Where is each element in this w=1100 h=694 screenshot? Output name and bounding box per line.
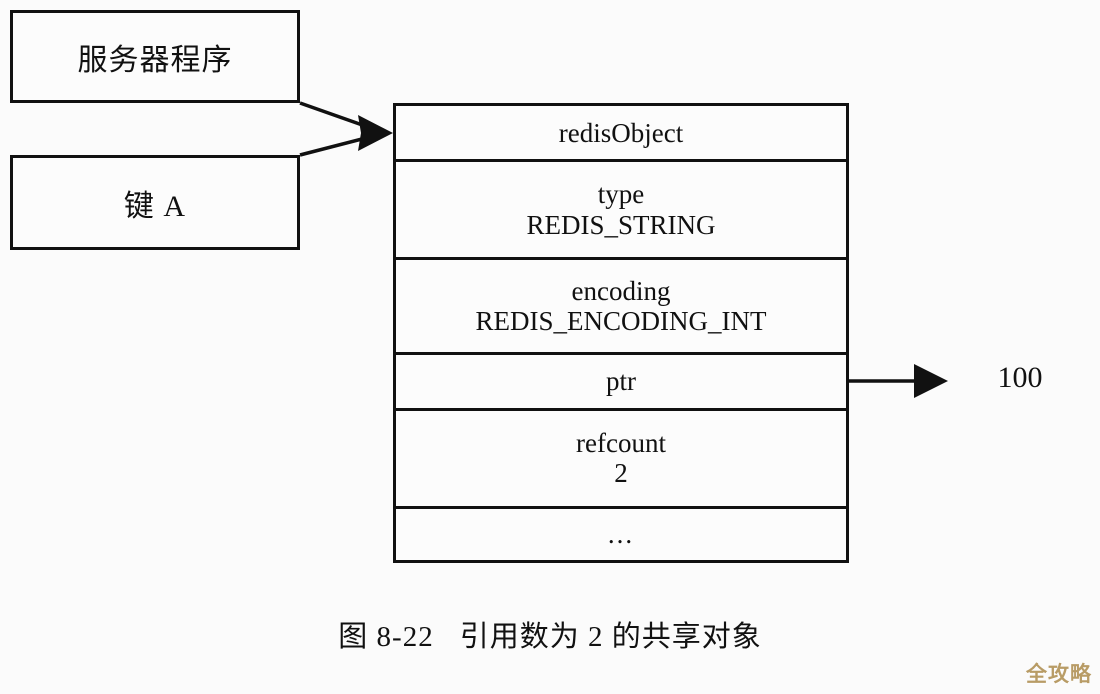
server-program-label: 服务器程序 (77, 43, 233, 77)
ptr-field-label: ptr (606, 366, 636, 397)
ptr-target-value-label: 100 (975, 361, 1065, 395)
redis-object-encoding-row: encoding REDIS_ENCODING_INT (396, 260, 846, 355)
figure-caption: 图 8-22 引用数为 2 的共享对象 (0, 613, 1100, 655)
server-program-box: 服务器程序 (10, 10, 300, 103)
watermark-text: 全攻略 (1026, 662, 1092, 686)
encoding-field-value: REDIS_ENCODING_INT (475, 305, 767, 336)
type-field-label: type (597, 179, 645, 210)
redis-object-header-row: redisObject (396, 106, 846, 163)
server-to-object-line (299, 101, 386, 135)
redis-object-title: redisObject (558, 117, 684, 148)
watermark: 全攻略 (1026, 658, 1092, 688)
redis-object-struct: redisObject type REDIS_STRING encoding R… (393, 103, 849, 563)
redis-object-refcount-row: refcount 2 (396, 411, 846, 509)
object-arrowhead (358, 115, 393, 151)
refcount-field-value: 2 (614, 458, 628, 489)
redis-object-ptr-row: ptr (396, 355, 846, 411)
redis-object-ellipsis-row: ... (396, 509, 846, 560)
ptr-target-value: 100 (997, 361, 1043, 394)
encoding-field-label: encoding (571, 275, 671, 306)
ellipsis-label: ... (607, 519, 635, 550)
key-to-object-line (299, 131, 386, 157)
ptr-arrowhead (914, 364, 948, 398)
figure-number: 图 8-22 (338, 621, 434, 653)
key-a-box: 键 A (10, 155, 300, 250)
redis-object-type-row: type REDIS_STRING (396, 162, 846, 260)
key-a-label: 键 A (123, 189, 187, 223)
figure-caption-text: 引用数为 2 的共享对象 (459, 621, 762, 653)
refcount-field-label: refcount (576, 428, 666, 459)
type-field-value: REDIS_STRING (526, 209, 716, 240)
